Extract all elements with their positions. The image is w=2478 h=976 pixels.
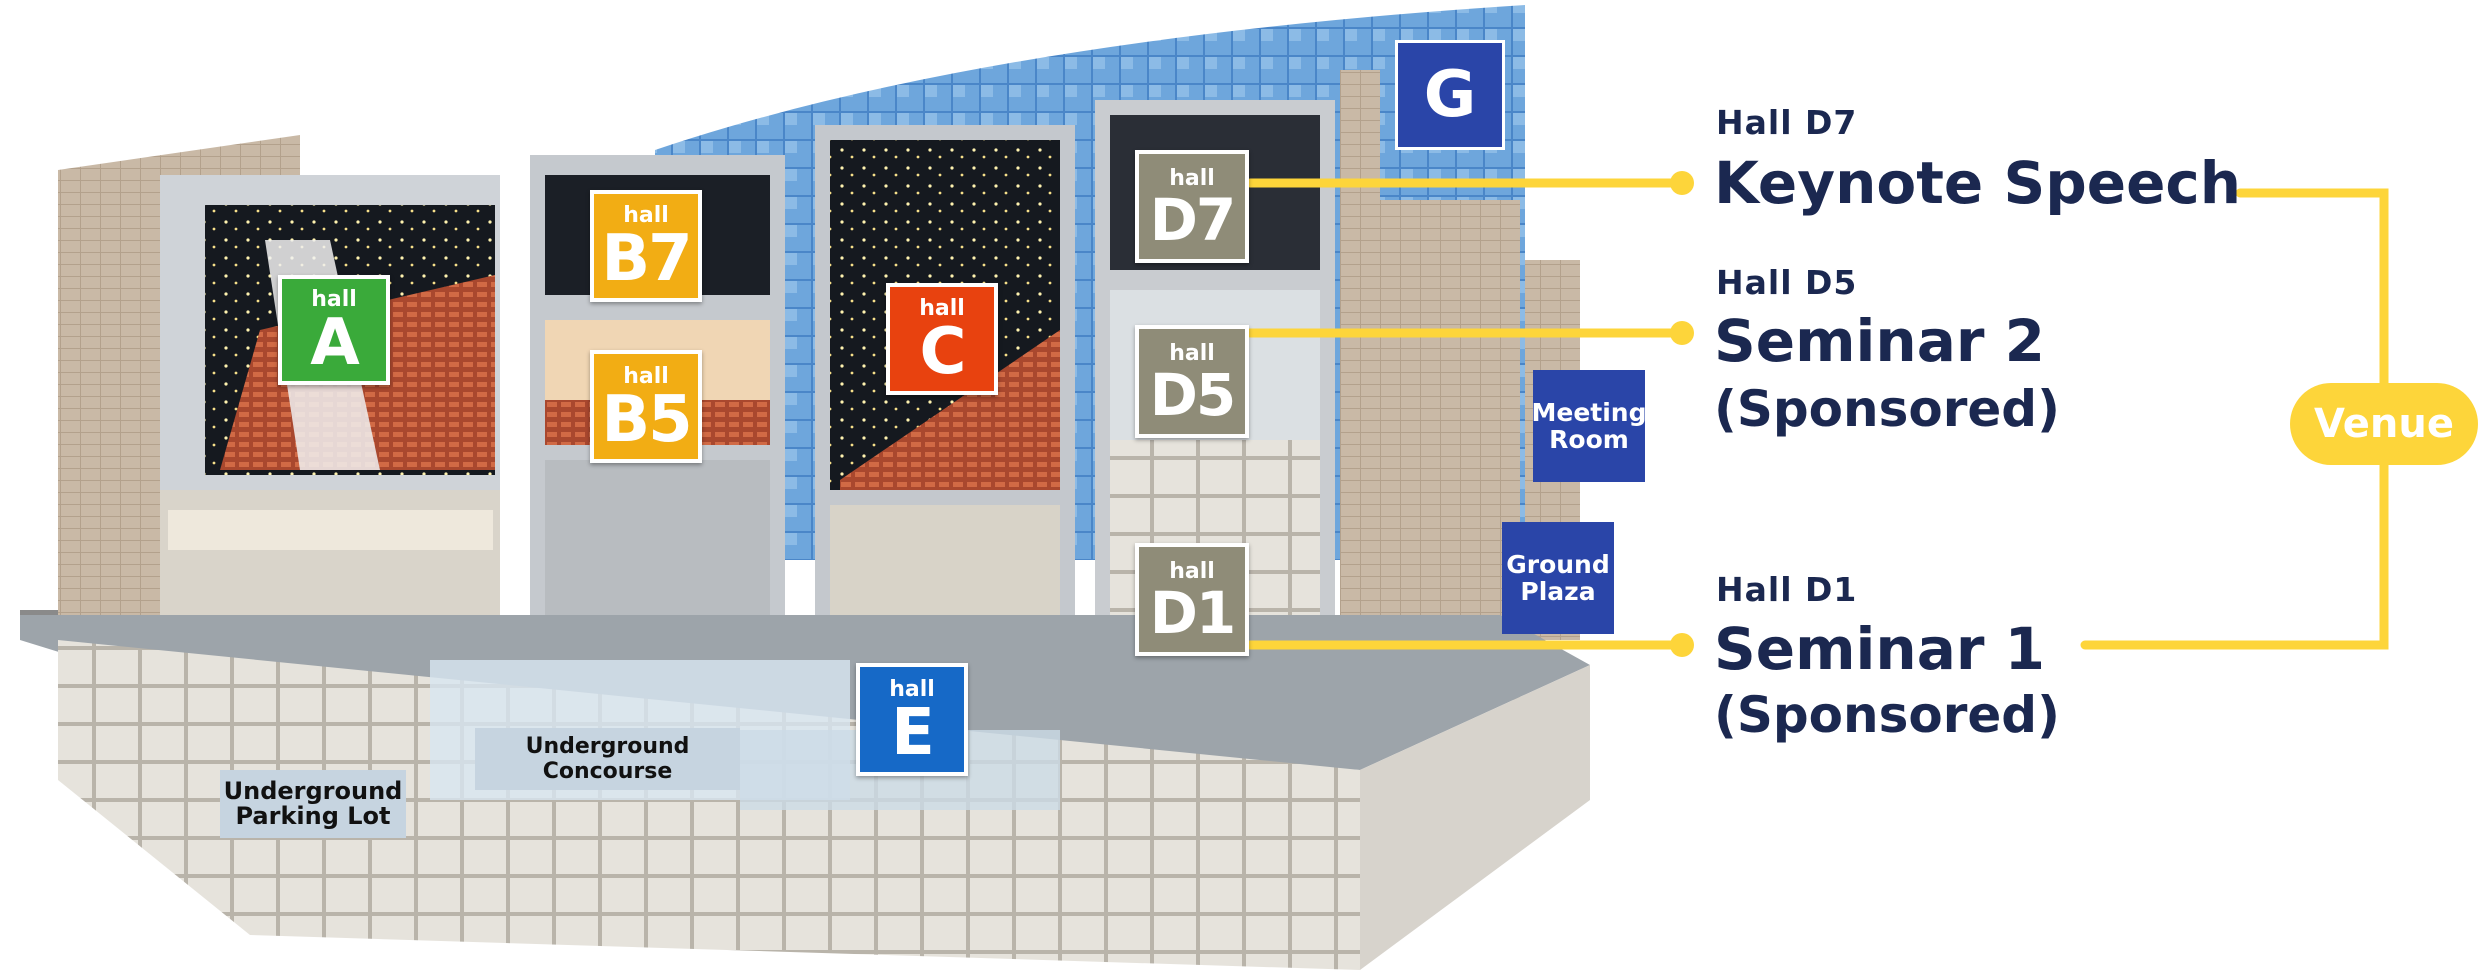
hall-code: D1	[1149, 578, 1237, 647]
hall-d5-badge: hall D5	[1135, 325, 1249, 438]
venue-label: Venue	[2314, 401, 2454, 447]
hall-b7-badge: hall B7	[590, 190, 702, 302]
venue-pill: Venue	[2290, 383, 2478, 465]
ground-plaza-line1: Ground	[1506, 550, 1610, 579]
underground-parking-line2: Parking Lot	[235, 802, 391, 830]
hall-code: B5	[601, 382, 692, 457]
hall-g-badge: G	[1395, 40, 1505, 150]
meeting-room-badge: Meeting Room	[1531, 370, 1647, 482]
underground-concourse-label: Underground Concourse	[475, 728, 740, 790]
ground-plaza-line2: Plaza	[1520, 577, 1596, 606]
hall-label: hall	[623, 363, 669, 389]
hall-label: hall	[1169, 165, 1215, 191]
hall-d1-badge: hall D1	[1135, 543, 1249, 656]
hall-label: hall	[623, 203, 669, 228]
hall-g-code: G	[1423, 58, 1477, 132]
underground-parking-line1: Underground	[223, 777, 403, 805]
hall-b5-badge: hall B5	[590, 350, 702, 463]
session-d1-note: (Sponsored)	[1714, 686, 2060, 744]
hall-code: E	[891, 695, 935, 770]
hall-c-badge: hall C	[886, 283, 998, 395]
hall-label: hall	[889, 676, 935, 702]
session-d5-title: Seminar 2	[1714, 307, 2046, 375]
session-d5-hall: Hall D5	[1716, 263, 1858, 302]
hall-d7-badge: hall D7	[1135, 150, 1249, 263]
meeting-room-line1: Meeting	[1531, 398, 1647, 427]
hall-code: A	[310, 306, 360, 380]
session-d1-title: Seminar 1	[1714, 615, 2046, 683]
hall-code: B7	[601, 222, 692, 296]
session-d1-hall: Hall D1	[1716, 570, 1858, 609]
underground-concourse-text: Underground Concourse	[525, 734, 690, 784]
hall-code: C	[919, 315, 967, 389]
hall-label: hall	[919, 296, 965, 321]
hall-label: hall	[311, 287, 357, 312]
hall-code: D5	[1149, 360, 1237, 429]
hall-code: D7	[1149, 185, 1237, 254]
hall-e-badge: hall E	[856, 663, 968, 776]
ground-plaza-badge: Ground Plaza	[1502, 522, 1614, 634]
meeting-room-line2: Room	[1549, 425, 1629, 454]
hall-label: hall	[1169, 558, 1215, 584]
underground-parking-label: Underground Parking Lot	[220, 770, 406, 838]
hall-a-badge: hall A	[278, 275, 390, 385]
session-d5-note: (Sponsored)	[1714, 380, 2060, 438]
hall-label: hall	[1169, 340, 1215, 366]
session-d7-title: Keynote Speech	[1714, 149, 2242, 217]
session-d7-hall: Hall D7	[1716, 103, 1858, 142]
